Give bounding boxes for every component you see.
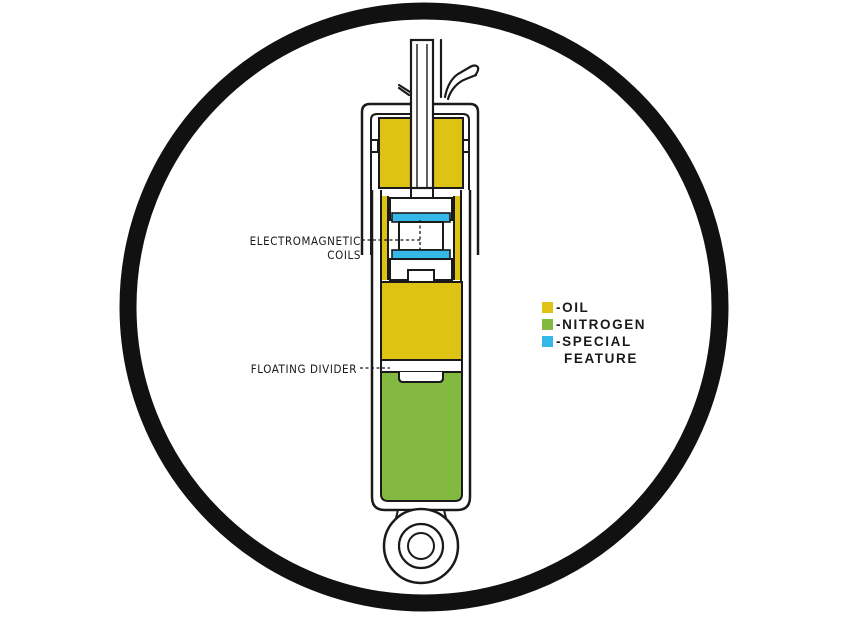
nitrogen-swatch [542,319,553,330]
legend-label-special: -SPECIAL [556,334,632,349]
legend-item-oil: -OIL [542,299,646,316]
coils-label-line2: COILS [327,248,361,262]
legend-label-feature: FEATURE [564,351,638,366]
piston-rod [409,38,435,190]
leader-lines [360,220,421,369]
oil-swatch [542,302,553,313]
oil-chamber-lower [380,281,463,361]
legend-label-oil: -OIL [556,300,590,315]
legend-item-nitrogen: -NITROGEN [542,316,646,333]
coil-top [391,212,451,223]
legend-item-special-feature: -SPECIAL [542,333,646,350]
piston-assembly [389,197,453,281]
legend-label-nitrogen: -NITROGEN [556,317,647,332]
electromagnetic-coils-label: ELECTROMAGNETIC COILS [250,234,361,262]
coil-bottom [391,249,451,260]
legend: -OIL -NITROGEN -SPECIAL FEATURE [542,299,646,367]
bottom-mount-eye [382,507,460,585]
coils-label-line1: ELECTROMAGNETIC [249,234,361,248]
frame-circle [119,2,729,612]
floating-divider-label: FLOATING DIVIDER [250,362,357,376]
nitrogen-chamber [380,371,463,502]
special-feature-swatch [542,336,553,347]
